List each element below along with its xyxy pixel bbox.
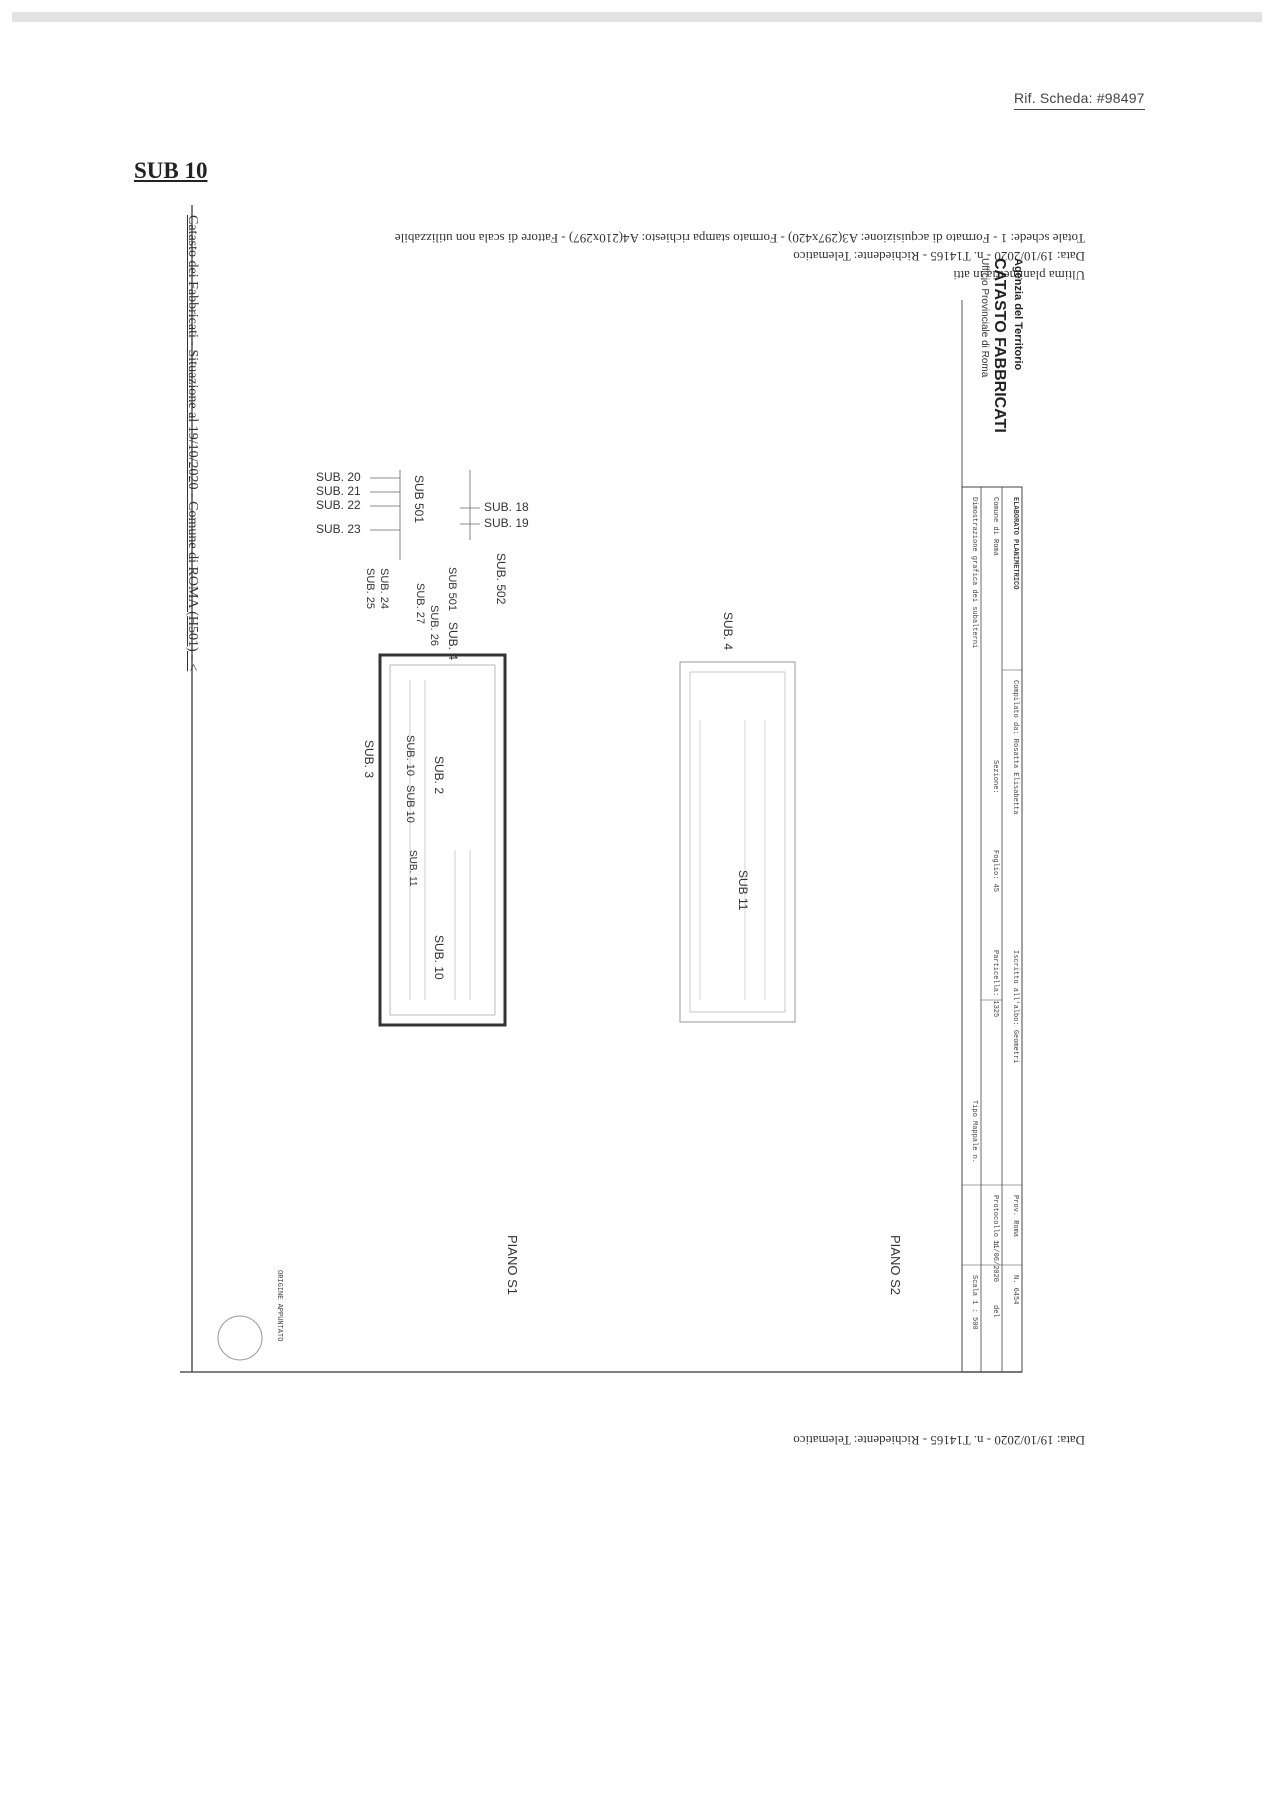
callout-sub-21: SUB. 21 bbox=[316, 484, 361, 498]
plan-s2-outline bbox=[679, 661, 796, 1023]
stamp-seal bbox=[217, 1315, 263, 1361]
s1-label-sub-10-c: SUB 10 bbox=[404, 785, 416, 823]
s1-label-sub-4: SUB. 4 bbox=[446, 622, 460, 661]
reference-id: Rif. Scheda: #98497 bbox=[1014, 90, 1145, 110]
tb-sezione: Sezione: bbox=[991, 760, 999, 794]
agency-name: Agenzia del Territorio bbox=[1012, 258, 1024, 371]
s1-label-sub-27: SUB. 27 bbox=[414, 583, 426, 624]
tb-title: ELABORATO PLANIMETRICO bbox=[1011, 497, 1019, 590]
callout-sub-23: SUB. 23 bbox=[316, 522, 361, 536]
stamp-text: ORIGINE APPUNTATO bbox=[275, 1270, 283, 1342]
tb-legend: Dimostrazione grafica dei subalterni bbox=[970, 497, 978, 649]
agency-office: Ufficio Provinciale di Roma bbox=[979, 258, 990, 378]
agency-catasto: CATASTO FABBRICATI bbox=[991, 258, 1008, 433]
s2-sub-11: SUB 11 bbox=[736, 870, 750, 911]
s1-label-sub-25: SUB. 25 bbox=[364, 568, 376, 609]
tb-del: del bbox=[991, 1305, 999, 1318]
tb-foglio: Foglio: 45 bbox=[991, 850, 999, 893]
tb-compiled-by: Compilato da: Rosatta Elisabetta bbox=[1011, 680, 1019, 815]
s2-sub-4: SUB. 4 bbox=[721, 612, 735, 651]
section-title: SUB 10 bbox=[134, 158, 208, 183]
callout-sub-22: SUB. 22 bbox=[316, 498, 361, 512]
format-line: Totale schede: 1 - Formato di acquisizio… bbox=[394, 231, 1085, 246]
callout-sub-19: SUB. 19 bbox=[484, 516, 529, 530]
s1-label-sub-24: SUB. 24 bbox=[378, 568, 390, 609]
date-line: Data: 19/10/2020 - n. T14165 - Richieden… bbox=[793, 249, 1085, 264]
s1-label-sub-3: SUB. 3 bbox=[362, 740, 376, 779]
callout-leaders bbox=[370, 470, 480, 560]
tb-tipo-mappale: Tipo Mappale n. bbox=[970, 1100, 978, 1164]
s1-label-sub-26: SUB. 26 bbox=[428, 605, 440, 646]
s1-label-sub-2: SUB. 2 bbox=[432, 756, 446, 795]
title-block bbox=[961, 486, 1023, 1373]
callout-sub-501: SUB 501 bbox=[412, 475, 426, 524]
s1-label-sub-501: SUB 501 bbox=[446, 567, 458, 612]
s1-label-sub-10-a: SUB. 10 bbox=[432, 935, 446, 980]
tb-register: Iscritto all'albo: Geometri bbox=[1011, 950, 1019, 1064]
callout-sub-18: SUB. 18 bbox=[484, 500, 529, 514]
s1-label-sub-502: SUB. 502 bbox=[494, 553, 508, 605]
callout-sub-20: SUB. 20 bbox=[316, 470, 361, 484]
tb-particella: Particella: 1325 bbox=[991, 950, 999, 1018]
s1-floor-label: PIANO S1 bbox=[505, 1235, 520, 1295]
tb-comune: Comune di Roma bbox=[991, 497, 999, 556]
top-scan-strip bbox=[12, 12, 1262, 22]
side-note: Catasto dei Fabbricati - Situazione al 1… bbox=[185, 215, 200, 672]
footer-date-line: Data: 19/10/2020 - n. T14165 - Richieden… bbox=[793, 1433, 1085, 1448]
s1-label-sub-10-b: SUB. 10 bbox=[404, 735, 416, 776]
tb-date: 11/06/2020 bbox=[991, 1240, 999, 1283]
tb-scale: Scala 1 : 500 bbox=[970, 1275, 978, 1330]
s1-label-sub-11: SUB. 11 bbox=[407, 850, 418, 887]
tb-number: N. 6454 bbox=[1011, 1275, 1019, 1305]
plan-s1-outline bbox=[378, 653, 507, 1027]
s2-floor-label: PIANO S2 bbox=[888, 1235, 903, 1295]
tb-prov: Prov. Roma bbox=[1011, 1195, 1019, 1238]
